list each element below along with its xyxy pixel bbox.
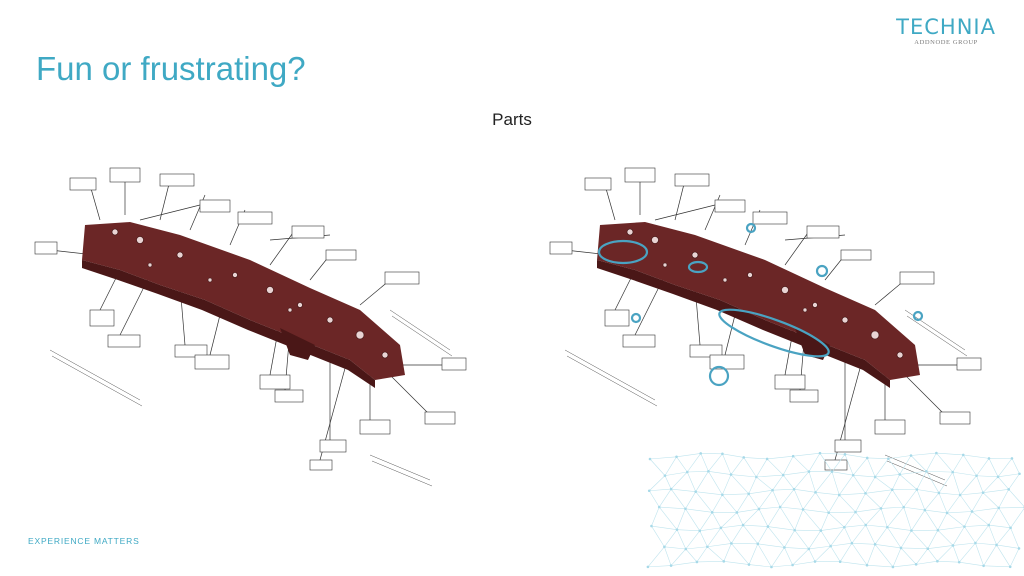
part-drawing-icon [34, 167, 467, 487]
highlight-ring-icon [597, 222, 924, 387]
part-body [597, 222, 920, 388]
part-drawing-highlighted-icon [549, 167, 982, 487]
drawing-callout-boxes [549, 167, 982, 471]
network-pattern-icon [646, 451, 1024, 569]
part-holes [626, 228, 904, 359]
drawing-callout-boxes [34, 167, 467, 471]
logo-wordmark: TECHNIA [896, 15, 996, 39]
drawing-text-lines [49, 309, 453, 487]
slide-subtitle: Parts [492, 110, 532, 129]
part-body [82, 222, 405, 388]
logo-tagline: ADDNODE GROUP [914, 39, 978, 46]
footer-tagline: EXPERIENCE MATTERS [28, 536, 140, 546]
technia-logo: TECHNIA ADDNODE GROUP [896, 16, 996, 46]
drawing-text-lines [564, 309, 968, 487]
slide-title: Fun or frustrating? [36, 50, 306, 87]
part-holes [111, 228, 389, 359]
